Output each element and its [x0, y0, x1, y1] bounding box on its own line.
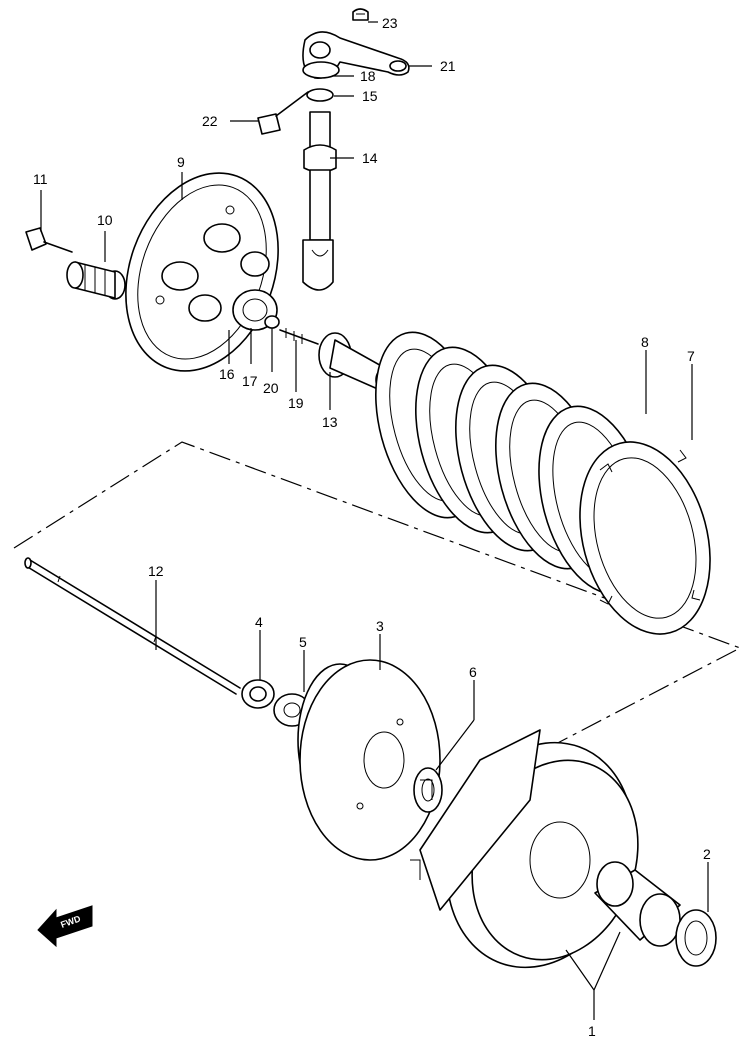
callout-8: 8 [641, 334, 649, 350]
release-bearing [232, 289, 280, 331]
callout-12: 12 [148, 563, 164, 579]
callout-21: 21 [440, 58, 456, 74]
clutch-pushrod [24, 557, 241, 695]
lever-screw [352, 8, 369, 21]
spring-bolt [25, 227, 73, 253]
pushrod-piece [279, 328, 319, 345]
washer-6 [413, 767, 443, 813]
thrust-washer-4 [241, 679, 275, 709]
primary-driven-gear [410, 729, 639, 969]
leader-lines [40, 21, 709, 1020]
callout-19: 19 [288, 395, 304, 411]
callout-13: 13 [322, 414, 338, 430]
callout-5: 5 [299, 634, 307, 650]
assembly-boundary [13, 441, 742, 749]
callout-14: 14 [362, 150, 378, 166]
callout-22: 22 [202, 113, 218, 129]
callout-9: 9 [177, 154, 185, 170]
callout-3: 3 [376, 618, 384, 634]
callout-6: 6 [469, 664, 477, 680]
callout-4: 4 [255, 614, 263, 630]
callout-17: 17 [242, 373, 258, 389]
gear-spacer [594, 861, 681, 947]
drive-plate [579, 441, 711, 635]
spacer-washer [675, 909, 717, 967]
callout-2: 2 [703, 846, 711, 862]
callout-15: 15 [362, 88, 378, 104]
callout-16: 16 [219, 366, 235, 382]
callout-numbers: 1 2 3 4 5 6 7 8 9 10 11 12 13 14 15 16 1… [33, 15, 711, 1039]
callout-20: 20 [263, 380, 279, 396]
callout-7: 7 [687, 348, 695, 364]
callout-11: 11 [33, 171, 48, 187]
lever-bolt [257, 91, 309, 135]
callout-1: 1 [588, 1023, 596, 1039]
callout-18: 18 [360, 68, 376, 84]
pressure-plate [125, 172, 279, 372]
callout-23: 23 [382, 15, 398, 31]
release-camshaft [302, 61, 340, 291]
callout-10: 10 [97, 212, 113, 228]
clutch-sleeve-hub [297, 659, 441, 861]
forward-arrow-icon: FWD [37, 905, 93, 948]
clutch-spring [66, 261, 126, 300]
